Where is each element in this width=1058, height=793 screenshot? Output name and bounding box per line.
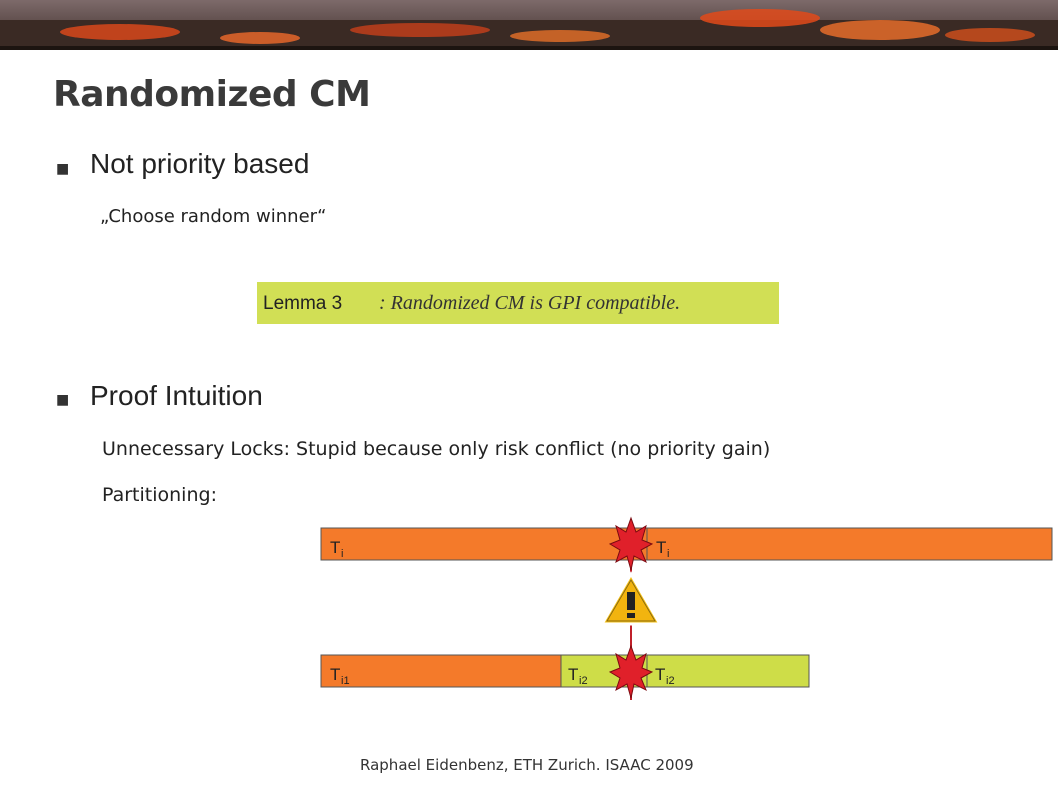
tx-label-ti2-right: T	[655, 665, 665, 684]
lemma-text: : Randomized CM is GPI compatible.	[379, 292, 681, 314]
lava-banner-image	[0, 0, 1058, 50]
tx-sub-ti2-right: i2	[666, 675, 675, 687]
tx-sub-ti-right: i	[667, 548, 669, 560]
slide-title: Randomized CM	[53, 74, 371, 115]
tx-label-ti1: T	[330, 665, 340, 684]
tx-label-ti-right: T	[656, 538, 666, 557]
slide-footer: Raphael Eidenbenz, ETH Zurich. ISAAC 200…	[360, 756, 694, 774]
tx-label-ti-left: T	[330, 538, 340, 557]
tx-label-ti2-left: T	[568, 665, 578, 684]
tx-sub-ti2-left: i2	[579, 675, 588, 687]
bullet-heading-proof: Proof Intuition	[90, 380, 263, 411]
square-bullet-icon: ■	[56, 392, 70, 408]
warning-icon	[599, 571, 663, 626]
tx-sub-ti-left: i	[341, 548, 343, 560]
sub-bullet-random-winner: „Choose random winner“	[100, 206, 327, 227]
explosion-icon	[608, 516, 654, 571]
square-bullet-icon: ■	[56, 161, 70, 177]
lemma-box: Lemma 3 : Randomized CM is GPI compatibl…	[257, 282, 779, 324]
lemma-label: Lemma 3	[263, 293, 343, 314]
sub-bullet-partitioning: Partitioning:	[102, 484, 217, 506]
tx-bar-ti-left	[320, 527, 648, 561]
tx-bar-ti-right	[646, 527, 1053, 561]
tx-sub-ti1: i1	[341, 675, 350, 687]
explosion-icon	[608, 644, 654, 699]
bullet-heading-priority: Not priority based	[90, 148, 310, 179]
tx-bar-ti1	[320, 654, 562, 688]
sub-bullet-unnecessary-locks: Unnecessary Locks: Stupid because only r…	[102, 438, 771, 460]
tx-bar-ti2-right	[646, 654, 810, 688]
header-banner	[0, 0, 1058, 50]
